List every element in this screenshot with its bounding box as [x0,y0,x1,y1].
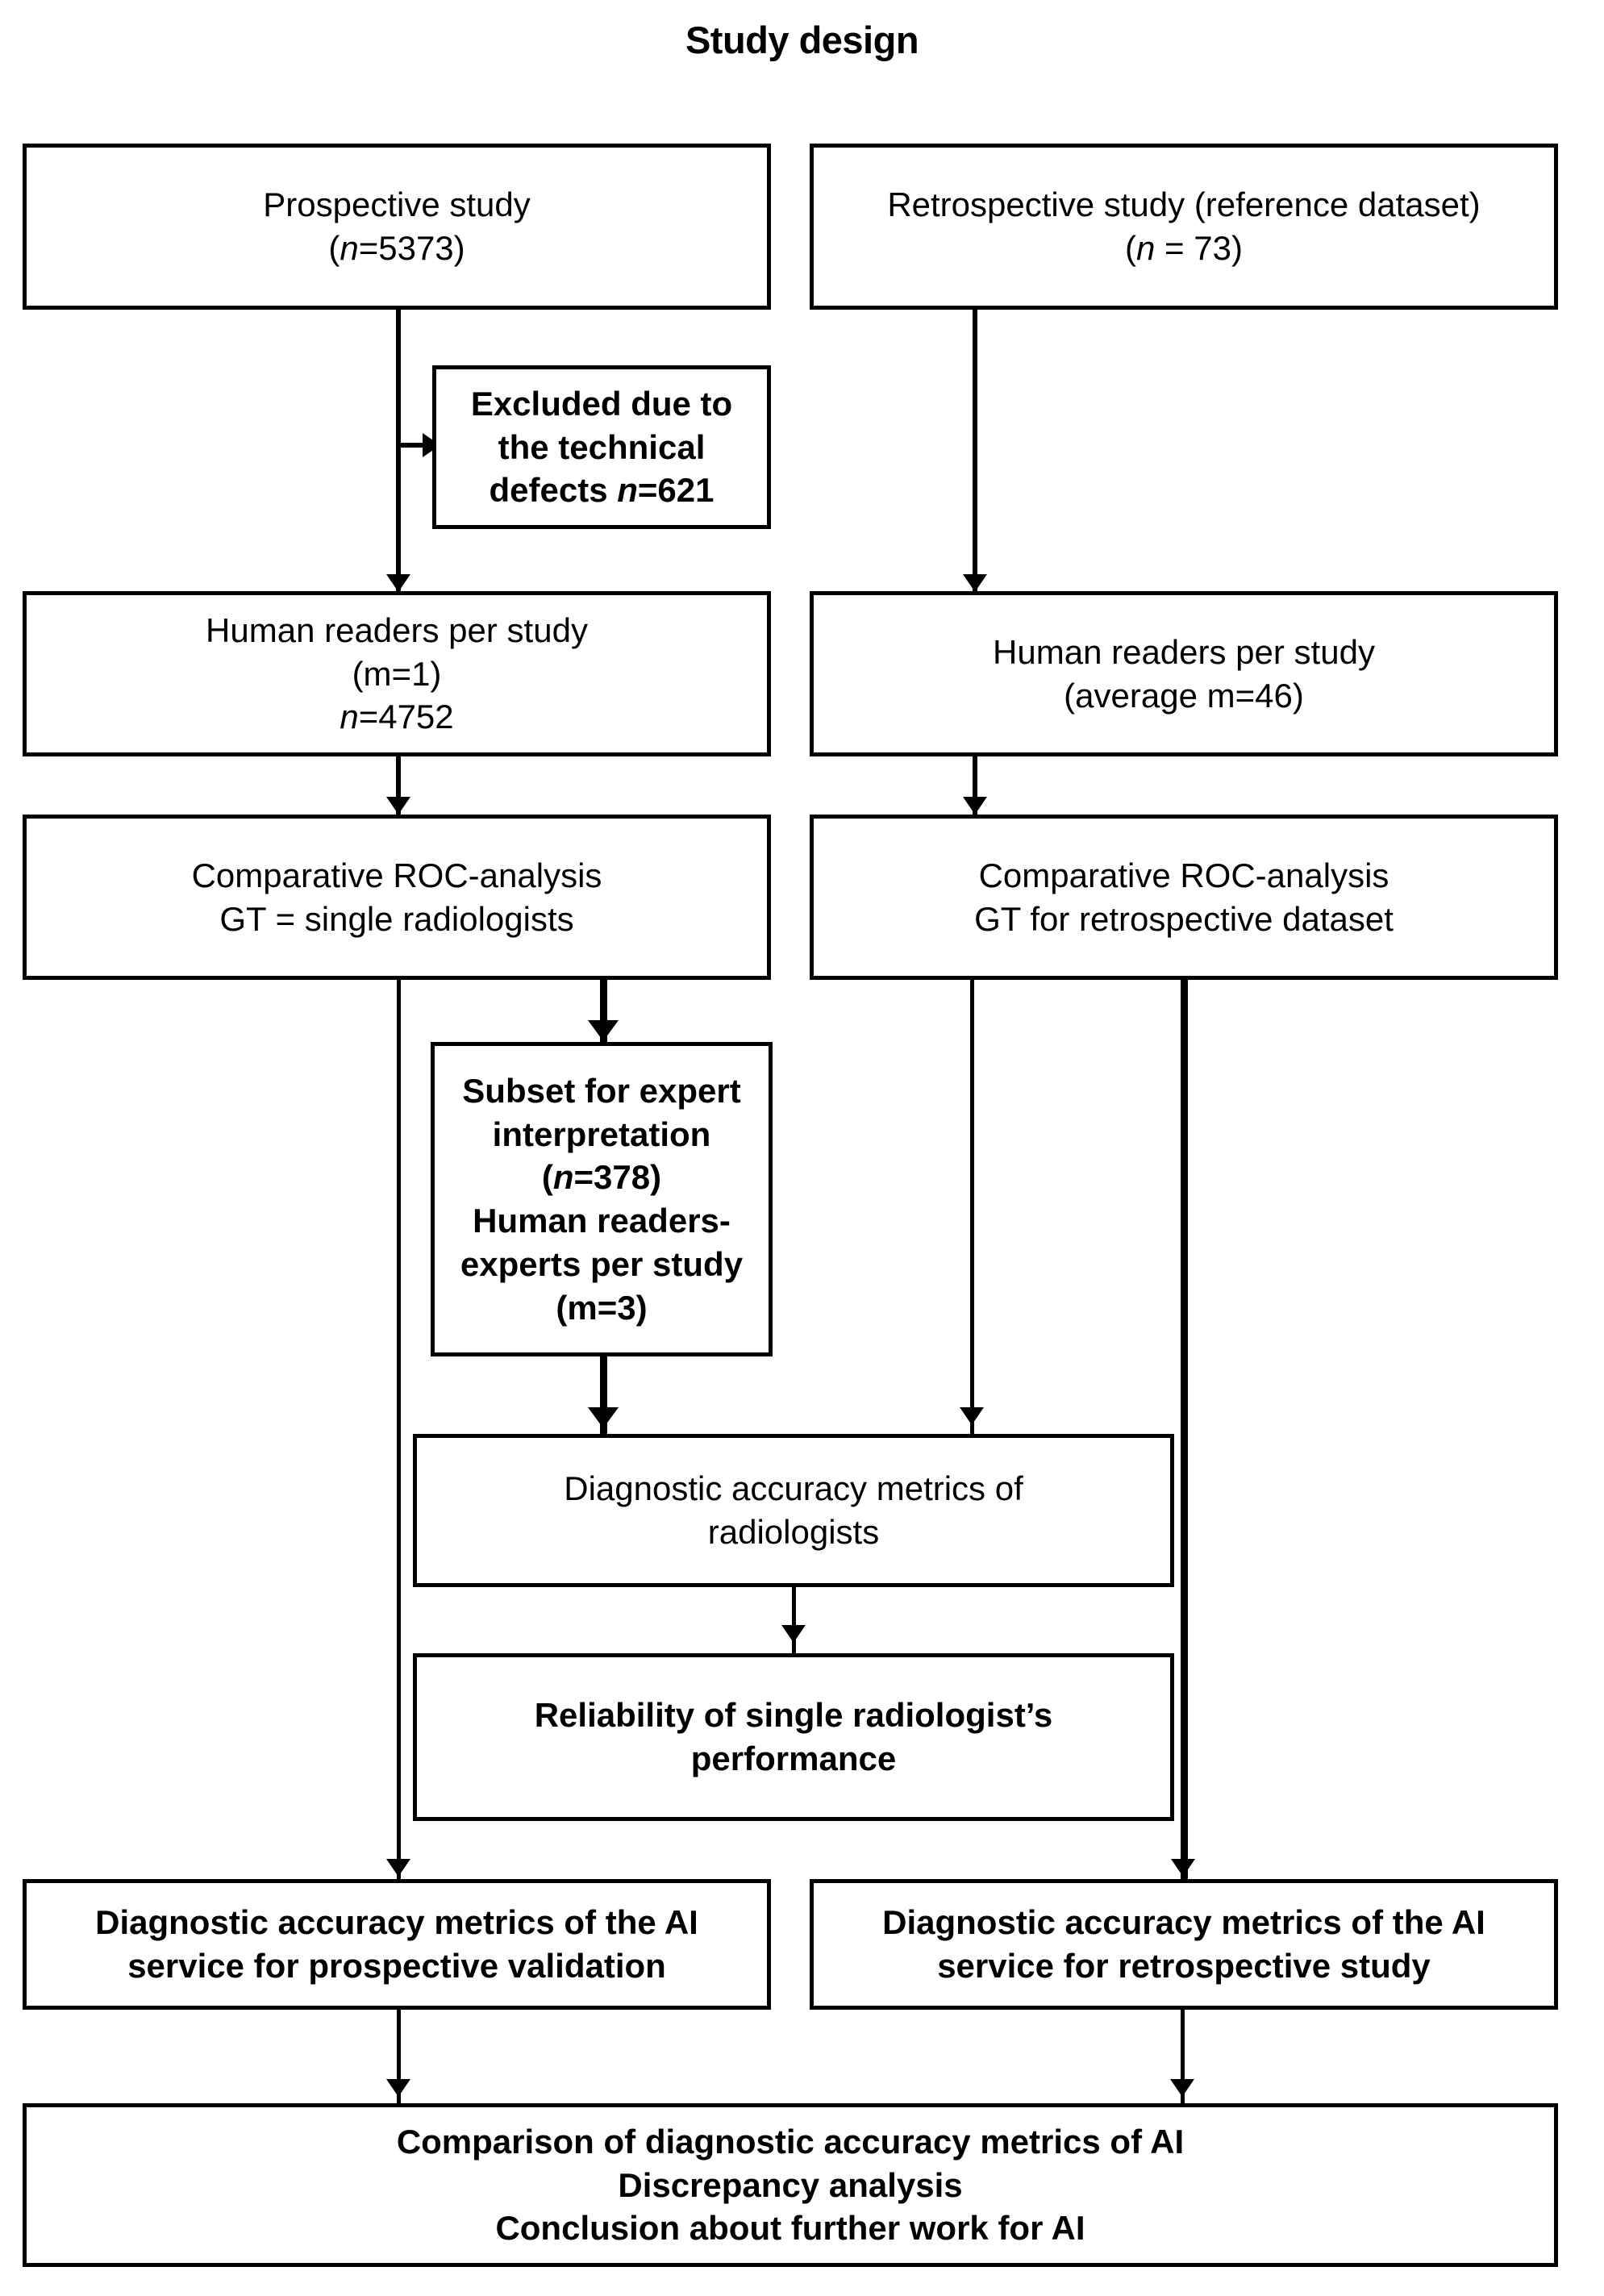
node-retrospective-study[interactable]: Retrospective study (reference dataset) … [810,144,1558,310]
node-roc-prospective[interactable]: Comparative ROC-analysis GT = single rad… [23,815,771,980]
node-subset-expert-interpretation[interactable]: Subset for expert interpretation (n=378)… [431,1042,773,1356]
ai-right-line-1: Diagnostic accuracy metrics of the AI [882,1903,1485,1942]
page-title: Study design [685,19,919,61]
ai-left-line-1: Diagnostic accuracy metrics of the AI [95,1903,698,1942]
readers-right-line-1: Human readers per study [993,632,1375,671]
prospective-study-line-2: (n=5373) [328,229,465,267]
connector-prospective-to-readers [396,308,401,592]
subset-line-5: experts per study [460,1244,744,1283]
diag-rad-line-1: Diagnostic accuracy metrics of [564,1469,1023,1508]
subset-line-4: Human readers- [473,1202,731,1240]
final-line-1: Comparison of diagnostic accuracy metric… [396,2122,1185,2161]
connector-readers-to-roc-right [973,756,977,831]
retrospective-study-line-1: Retrospective study (reference dataset) [887,185,1481,224]
connector-roc-left-trunk [397,978,401,1888]
arrowhead-roc-left-to-ai [386,1859,410,1877]
node-roc-retrospective[interactable]: Comparative ROC-analysis GT for retrospe… [810,815,1558,980]
arrowhead-readers-to-roc-right [963,797,987,815]
final-line-2: Discrepancy analysis [618,2165,963,2204]
reliability-line-1: Reliability of single radiologist’s [534,1696,1053,1735]
connector-ai-left-to-final [397,2010,401,2108]
arrowhead-roc-right-to-diag-rad [960,1407,984,1425]
subset-line-2: interpretation [492,1115,711,1153]
connector-ai-right-to-final [1181,2010,1185,2108]
excluded-line-1: Excluded due to [470,384,733,423]
arrowhead-ai-right-to-final [1170,2079,1194,2097]
connector-roc-right-trunk [1181,978,1188,1888]
prospective-study-line-1: Prospective study [263,185,531,224]
retrospective-study-line-2: (n = 73) [1125,229,1243,267]
arrowhead-roc-right-to-ai [1171,1859,1195,1877]
arrowhead-readers-to-roc-left [386,797,410,815]
node-human-readers-prospective[interactable]: Human readers per study (m=1) n=4752 [23,591,771,756]
roc-left-line-1: Comparative ROC-analysis [191,856,602,894]
node-human-readers-retrospective[interactable]: Human readers per study (average m=46) [810,591,1558,756]
arrowhead-diag-rad-to-reliability [781,1625,806,1643]
connector-roc-right-to-diag-rad [970,978,974,1438]
readers-left-line-1: Human readers per study [206,610,588,649]
connector-diag-rad-to-reliability [792,1585,796,1659]
connector-roc-left-to-subset [600,978,607,1051]
node-final-comparison[interactable]: Comparison of diagnostic accuracy metric… [23,2103,1558,2267]
final-line-3: Conclusion about further work for AI [495,2209,1085,2248]
arrowhead-prospective-to-readers [386,574,410,592]
reliability-line-2: performance [690,1740,897,1777]
roc-right-line-1: Comparative ROC-analysis [978,856,1389,894]
diag-rad-line-2: radiologists [707,1513,880,1551]
arrowhead-ai-left-to-final [386,2079,410,2097]
excluded-line-2: the technical [498,427,706,466]
node-prospective-study[interactable]: Prospective study (n=5373) [23,144,771,310]
readers-left-line-3: n=4752 [340,698,454,736]
readers-right-line-2: (average m=46) [1064,676,1304,715]
node-excluded-technical-defects[interactable]: Excluded due to the technical defects n=… [432,365,771,529]
node-ai-retrospective-study[interactable]: Diagnostic accuracy metrics of the AI se… [810,1879,1558,2010]
arrowhead-subset-to-diag-rad [588,1407,619,1428]
connector-readers-to-roc-left [396,756,401,831]
readers-left-line-2: (m=1) [352,654,442,693]
subset-line-1: Subset for expert [462,1071,741,1110]
node-ai-prospective-validation[interactable]: Diagnostic accuracy metrics of the AI se… [23,1879,771,2010]
connector-subset-to-diag-rad [600,1355,607,1438]
arrowhead-roc-left-to-subset [588,1020,619,1041]
ai-right-line-2: service for retrospective study [937,1947,1431,1985]
subset-line-3: (n=378) [541,1158,662,1197]
roc-right-line-2: GT for retrospective dataset [974,899,1394,938]
excluded-line-3: defects n=621 [489,471,715,510]
node-reliability-single-radiologist[interactable]: Reliability of single radiologist’s perf… [413,1653,1174,1821]
roc-left-line-2: GT = single radiologists [219,899,574,938]
connector-retrospective-to-readers [973,308,977,592]
arrowhead-retrospective-to-readers [963,574,987,592]
subset-line-6: (m=3) [556,1288,648,1327]
connector-prospective-to-excluded [396,443,436,448]
ai-left-line-2: service for prospective validation [127,1947,666,1985]
node-diagnostic-accuracy-radiologists[interactable]: Diagnostic accuracy metrics of radiologi… [413,1434,1174,1587]
